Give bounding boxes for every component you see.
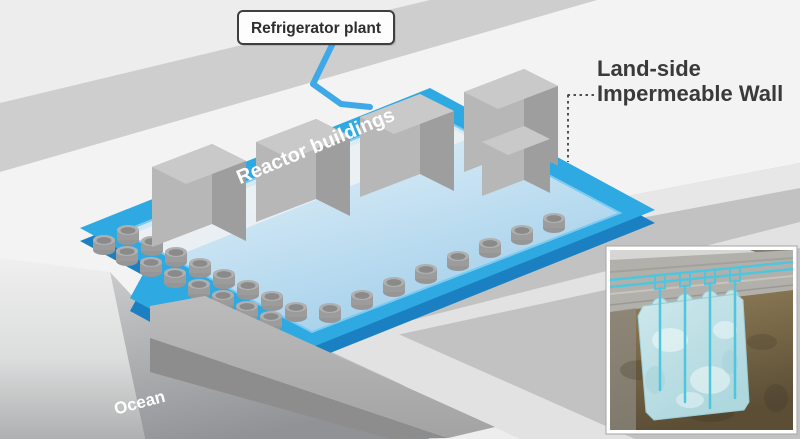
frost-pipe-well: [285, 302, 307, 322]
refrigerator-plant-label: Refrigerator plant: [251, 20, 381, 37]
quay-edge: [0, 258, 145, 439]
ocean-surface: [110, 272, 430, 439]
reactor-building-2: [256, 119, 350, 222]
reactor-building-3: [360, 94, 454, 197]
frost-pipe-well: [116, 246, 138, 266]
frost-pipe-well: [383, 277, 405, 297]
frost-pipe-well: [261, 291, 283, 311]
frost-pipe-well: [479, 238, 501, 258]
frost-pipe-wells: [93, 213, 565, 331]
frost-pipe-well: [165, 247, 187, 267]
ice-wall-inset-photo: [605, 245, 798, 435]
frost-pipe-well: [237, 280, 259, 300]
frost-pipe-well: [93, 235, 115, 255]
coolant-pipe: [310, 40, 373, 110]
auxiliary-building: [482, 126, 550, 196]
frost-pipe-well: [188, 279, 210, 299]
frost-pipe-well: [543, 213, 565, 233]
reactor-buildings-group: [152, 69, 558, 247]
seawall: [150, 296, 495, 439]
freeze-pipes: [610, 260, 793, 410]
frost-pipe-well: [140, 257, 162, 277]
frost-pipe-well: [447, 251, 469, 271]
frost-pipe-well: [511, 225, 533, 245]
landside-wall-callout: Land-side Impermeable Wall: [566, 56, 783, 162]
frost-pipe-well: [189, 258, 211, 278]
frost-pipe-well: [351, 290, 373, 310]
landside-wall-label-line2: Impermeable Wall: [597, 81, 783, 106]
landside-wall-label-line1: Land-side: [597, 56, 701, 81]
frost-pipe-well: [164, 268, 186, 288]
frost-pipe-well: [415, 264, 437, 284]
road-band: [0, 0, 597, 172]
frost-pipe-well: [213, 269, 235, 289]
frost-pipe-well: [117, 225, 139, 245]
frozen-wall-block: [637, 289, 750, 421]
reactor-building-1: [152, 144, 246, 247]
refrigerator-plant-callout: Refrigerator plant: [237, 10, 396, 46]
frost-pipe-well: [319, 303, 341, 323]
